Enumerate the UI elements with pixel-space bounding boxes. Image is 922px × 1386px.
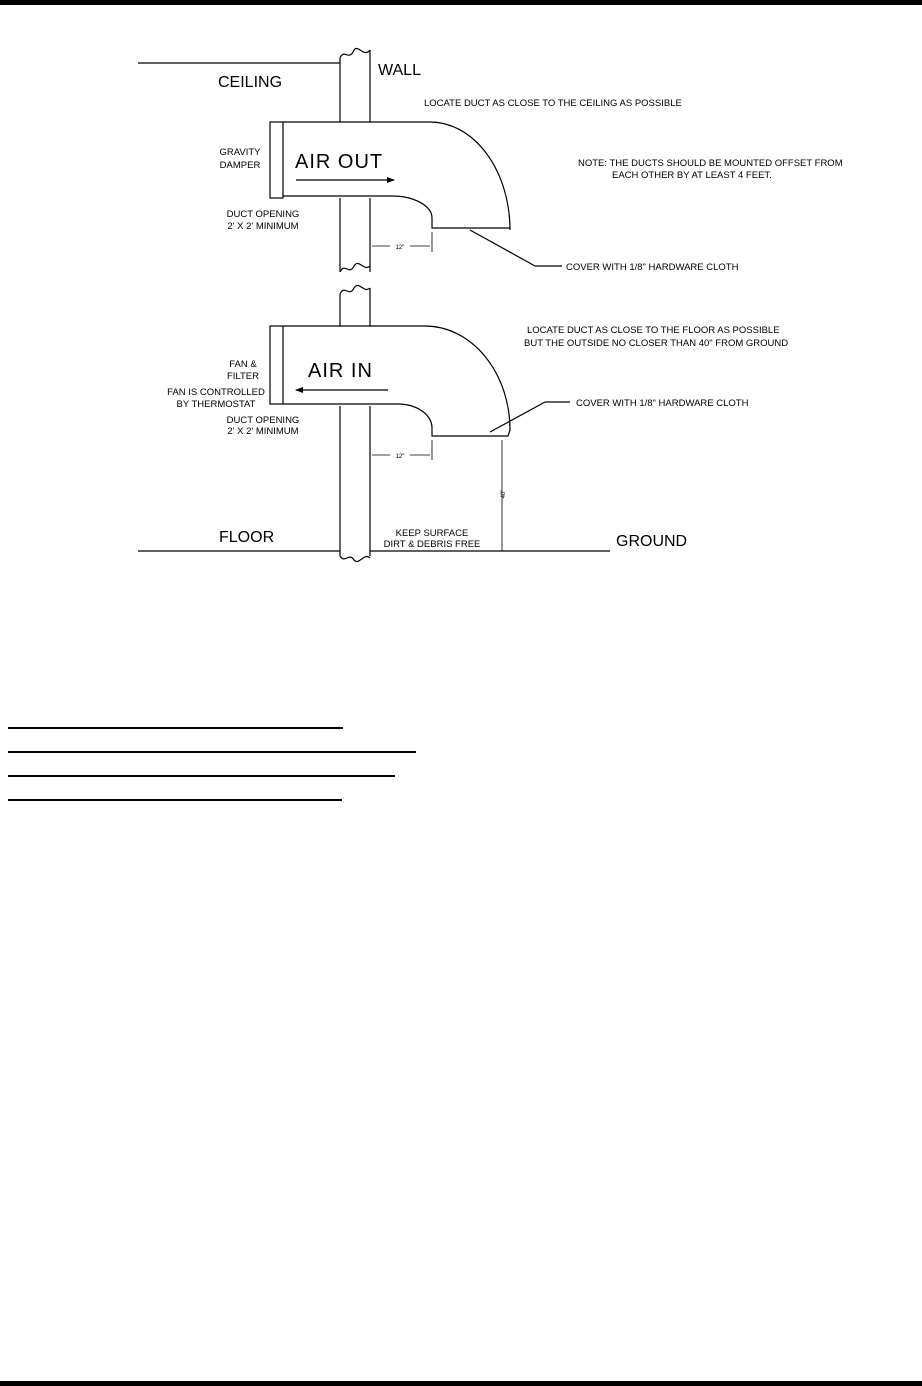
dim-12-bottom-label: 12": [396, 454, 405, 460]
wall-label: WALL: [378, 62, 421, 79]
gravity-damper-label-2: DAMPER: [220, 160, 261, 171]
wall-lower: [339, 284, 371, 562]
cover-label-2: COVER WITH 1/8" HARDWARE CLOTH: [576, 398, 749, 409]
note-label-2: EACH OTHER BY AT LEAST 4 FEET.: [612, 170, 772, 181]
locate-ceiling-label: LOCATE DUCT AS CLOSE TO THE CEILING AS P…: [424, 98, 682, 109]
locate-floor-label-1: LOCATE DUCT AS CLOSE TO THE FLOOR AS POS…: [527, 325, 780, 336]
bottom-rule: [0, 1381, 922, 1386]
duct-opening-label-1: DUCT OPENING: [227, 209, 300, 220]
floor-label: FLOOR: [219, 529, 274, 546]
ground-label: GROUND: [616, 533, 687, 550]
blank-line-1: [8, 727, 343, 729]
top-rule: [0, 0, 922, 5]
blank-line-2: [8, 751, 416, 753]
dim-40-label: 40": [501, 490, 507, 499]
fan-control-label-2: BY THERMOSTAT: [176, 399, 255, 410]
duct-opening-label-3: DUCT OPENING: [227, 415, 300, 426]
blank-line-3: [8, 775, 395, 777]
locate-floor-label-2: BUT THE OUTSIDE NO CLOSER THAN 40" FROM …: [524, 338, 788, 349]
fan-filter-label-1: FAN &: [229, 359, 257, 370]
fan-control-label-1: FAN IS CONTROLLED: [167, 387, 265, 398]
duct-opening-label-4: 2' X 2' MINIMUM: [227, 426, 298, 437]
note-label-1: NOTE: THE DUCTS SHOULD BE MOUNTED OFFSET…: [578, 158, 843, 169]
ceiling-label: CEILING: [218, 74, 282, 91]
keep-surface-label-2: DIRT & DEBRIS FREE: [384, 539, 481, 550]
air-in-label: AIR IN: [308, 360, 373, 382]
wall-upper: [339, 47, 371, 273]
duct-opening-label-2: 2' X 2' MINIMUM: [227, 221, 298, 232]
upper-duct: [269, 121, 511, 231]
air-out-label: AIR OUT: [295, 151, 383, 173]
dim-12-top-label: 12": [396, 245, 405, 251]
fan-filter-label-2: FILTER: [227, 371, 259, 382]
keep-surface-label-1: KEEP SURFACE: [396, 528, 469, 539]
blank-line-4: [8, 799, 342, 801]
lower-duct: [269, 325, 511, 437]
cover-label-1: COVER WITH 1/8" HARDWARE CLOTH: [566, 262, 739, 273]
gravity-damper-label-1: GRAVITY: [220, 147, 262, 158]
